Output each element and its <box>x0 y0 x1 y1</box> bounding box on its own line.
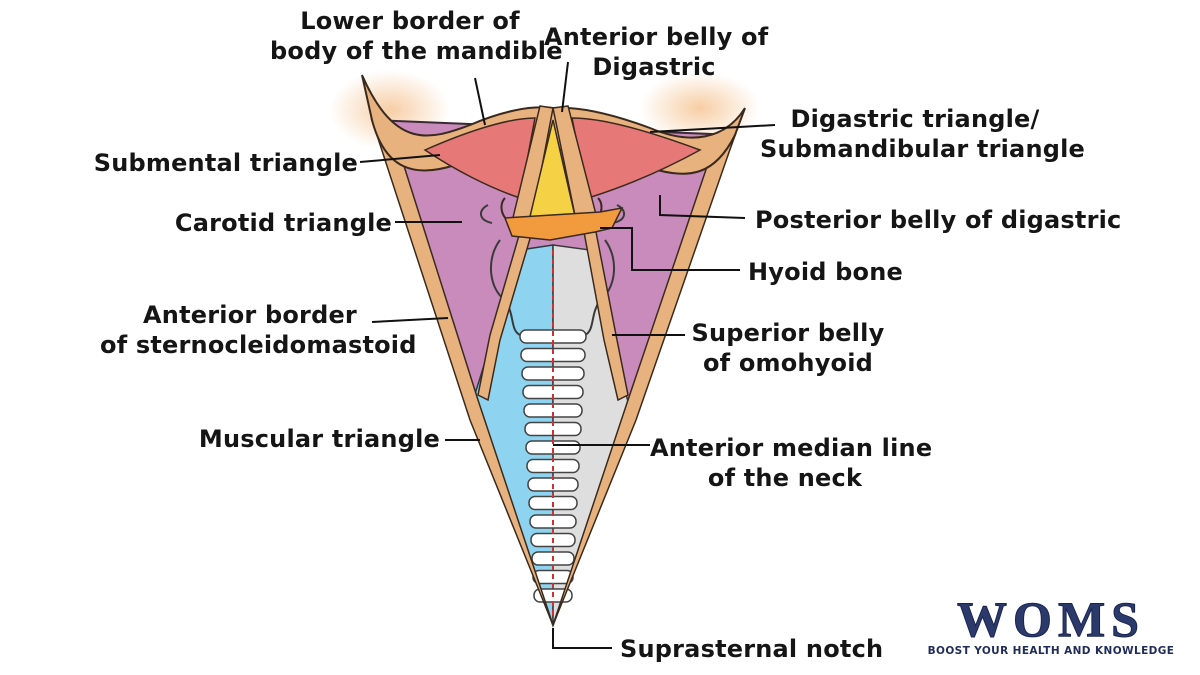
label-anterior-belly-digastric: Anterior belly of Digastric <box>544 23 769 81</box>
label-anterior-median-line: Anterior median line of the neck <box>650 434 933 492</box>
label-carotid-triangle: Carotid triangle <box>174 209 392 237</box>
label-digastric-triangle: Digastric triangle/ Submandibular triang… <box>760 105 1086 163</box>
submandibular-triangle-right <box>571 117 702 199</box>
logo-wordmark: WOMS <box>957 591 1145 647</box>
woms-logo: WOMS BOOST YOUR HEALTH AND KNOWLEDGE <box>918 594 1184 660</box>
label-anterior-border-scm: Anterior border of sternocleidomastoid <box>100 301 417 359</box>
logo-tagline: BOOST YOUR HEALTH AND KNOWLEDGE <box>927 645 1175 657</box>
hyoid-bone-shape <box>503 206 624 241</box>
label-suprasternal-notch: Suprasternal notch <box>620 635 884 663</box>
label-muscular-triangle: Muscular triangle <box>198 425 440 453</box>
label-posterior-belly-digastric: Posterior belly of digastric <box>755 206 1122 234</box>
leader-lines <box>359 61 776 649</box>
label-superior-belly-omohyoid: Superior belly of omohyoid <box>691 319 885 377</box>
label-submental-triangle: Submental triangle <box>93 149 358 177</box>
label-hyoid-bone: Hyoid bone <box>748 258 904 286</box>
label-lower-border-mandible: Lower border of body of the mandible <box>270 7 563 65</box>
